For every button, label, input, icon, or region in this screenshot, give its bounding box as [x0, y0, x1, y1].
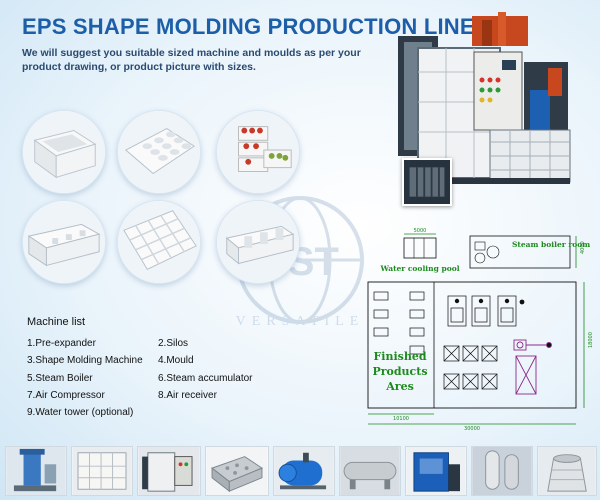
air-compressor-icon — [406, 447, 466, 495]
product-image-eps-ceiling-panel — [117, 200, 201, 284]
mould-icon — [206, 447, 268, 495]
thumbnail-shape-molding-machine — [137, 446, 201, 496]
product-image-eps-fruit-box — [216, 110, 300, 194]
dim-side-label: 4000 — [580, 241, 586, 254]
steam-accumulator-icon — [340, 447, 400, 495]
steam-boiler-room — [469, 235, 571, 269]
steam-boiler-icon — [274, 447, 334, 495]
eps-fruit-box-icon — [217, 111, 299, 193]
shape-molding-machine-photo — [398, 12, 571, 184]
water-cooling-pool — [403, 237, 437, 259]
machine-list-item: 5.Steam Boiler — [27, 373, 93, 384]
dim-inner-label: 10100 — [393, 416, 409, 422]
finished-products-label-line1: Finished — [373, 350, 426, 363]
machine-list-title: Machine list — [27, 316, 86, 328]
silos-icon — [72, 447, 132, 495]
thumbnail-silos — [71, 446, 133, 496]
mould-inset-photo — [402, 158, 452, 206]
eps-tray-icon — [118, 111, 200, 193]
water-tower-icon — [538, 447, 596, 495]
product-image-eps-box — [22, 110, 106, 194]
product-image-eps-packaging-blocks — [216, 200, 300, 284]
machine-list-item: 3.Shape Molding Machine — [27, 355, 143, 366]
thumbnail-pre-expander — [5, 446, 67, 496]
eps-packaging-blocks-icon — [217, 201, 299, 283]
product-image-eps-tray — [117, 110, 201, 194]
machine-list-item: 7.Air Compressor — [27, 390, 105, 401]
machine-list-item: 9.Water tower (optional) — [27, 407, 134, 418]
thumbnail-air-receiver — [471, 446, 533, 496]
eps-corner-protector-icon — [23, 201, 105, 283]
thumbnail-mould — [205, 446, 269, 496]
machine-list-item: 8.Air receiver — [158, 390, 217, 401]
machine-list-item: 6.Steam accumulator — [158, 373, 253, 384]
factory-layout-plan: 5000 Water cooling pool Steam boiler roo… — [367, 228, 594, 432]
page-title: EPS SHAPE MOLDING PRODUCTION LINE — [22, 14, 475, 39]
pre-expander-symbol — [513, 339, 552, 395]
machine-list-item: 2.Silos — [158, 338, 189, 349]
thumbnail-water-tower — [537, 446, 597, 496]
eps-ceiling-panel-icon — [118, 201, 200, 283]
water-cooling-pool-label: Water cooling pool — [379, 264, 459, 273]
page-subtitle: We will suggest you suitable sized machi… — [22, 47, 361, 73]
dim-top-label: 5000 — [414, 228, 427, 234]
finished-products-label-line3: Ares — [385, 380, 414, 393]
pre-expander-icon — [6, 447, 66, 495]
main-hall — [367, 281, 577, 409]
watermark-text: VERSATILE — [236, 314, 365, 329]
thumbnail-steam-boiler — [273, 446, 335, 496]
eps-box-icon — [23, 111, 105, 193]
air-receiver-icon — [472, 447, 532, 495]
dim-right-label: 18000 — [588, 332, 594, 348]
thumbnail-steam-accumulator — [339, 446, 401, 496]
steam-boiler-room-label: Steam boiler room — [512, 240, 590, 249]
machine-list-item: 4.Mould — [158, 355, 194, 366]
product-image-eps-corner-protector — [22, 200, 106, 284]
shape-molding-machine-icon — [138, 447, 200, 495]
dim-total-label: 30000 — [464, 426, 480, 432]
machine-list-item: 1.Pre-expander — [27, 338, 96, 349]
finished-products-label-line2: Products — [372, 365, 427, 378]
thumbnail-air-compressor — [405, 446, 467, 496]
